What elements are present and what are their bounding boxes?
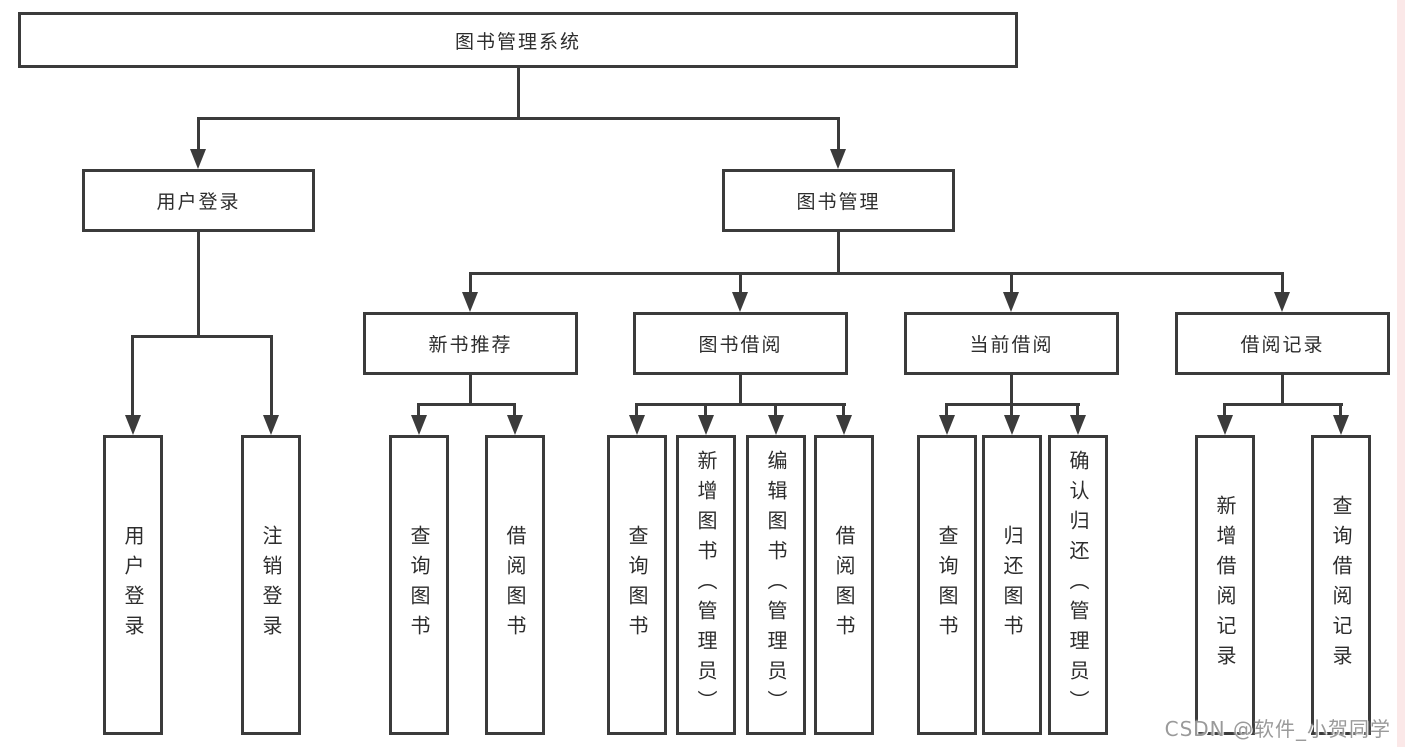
connector bbox=[842, 406, 845, 416]
leaf-add-borrow-record: 新增借阅记录 bbox=[1195, 435, 1255, 735]
node-root-label: 图书管理系统 bbox=[454, 30, 581, 53]
leaf-borrow-books-2: 借阅图书 bbox=[814, 435, 874, 735]
connector bbox=[704, 406, 707, 416]
leaf-return-book-label: 归还图书 bbox=[1000, 525, 1024, 645]
leaf-query-books-1: 查询图书 bbox=[389, 435, 449, 735]
arrowhead-down-icon bbox=[462, 292, 478, 312]
connector bbox=[739, 375, 742, 406]
arrowhead-down-icon bbox=[629, 415, 645, 435]
connector bbox=[417, 406, 420, 416]
arrowhead-down-icon bbox=[939, 415, 955, 435]
connector bbox=[739, 275, 742, 295]
arrowhead-down-icon bbox=[1274, 292, 1290, 312]
leaf-add-book-admin: 新增图书（管理员） bbox=[676, 435, 736, 735]
connector bbox=[945, 406, 948, 416]
leaf-confirm-return-admin: 确认归还（管理员） bbox=[1048, 435, 1108, 735]
connector bbox=[1339, 406, 1342, 416]
connector bbox=[635, 403, 846, 406]
arrowhead-down-icon bbox=[732, 292, 748, 312]
leaf-borrow-books-1: 借阅图书 bbox=[485, 435, 545, 735]
connector bbox=[270, 338, 273, 416]
arrowhead-down-icon bbox=[263, 415, 279, 435]
connector bbox=[517, 68, 520, 120]
arrowhead-down-icon bbox=[836, 415, 852, 435]
leaf-query-borrow-record-label: 查询借阅记录 bbox=[1329, 495, 1353, 675]
connector bbox=[1010, 406, 1013, 416]
leaf-query-books-3-label: 查询图书 bbox=[935, 525, 959, 645]
connector bbox=[469, 272, 1284, 275]
connector bbox=[1010, 275, 1013, 295]
arrowhead-down-icon bbox=[1070, 415, 1086, 435]
leaf-user-login-label: 用户登录 bbox=[121, 525, 145, 645]
connector bbox=[1281, 375, 1284, 406]
connector bbox=[635, 406, 638, 416]
leaf-return-book: 归还图书 bbox=[982, 435, 1042, 735]
leaf-edit-book-admin-label: 编辑图书（管理员） bbox=[764, 450, 788, 720]
leaf-query-books-2-label: 查询图书 bbox=[625, 525, 649, 645]
node-new-book-recommend: 新书推荐 bbox=[363, 312, 578, 375]
leaf-confirm-return-admin-label: 确认归还（管理员） bbox=[1066, 450, 1090, 720]
leaf-user-login: 用户登录 bbox=[103, 435, 163, 735]
leaf-query-books-3: 查询图书 bbox=[917, 435, 977, 735]
connector bbox=[513, 406, 516, 416]
leaf-add-borrow-record-label: 新增借阅记录 bbox=[1213, 495, 1237, 675]
arrowhead-down-icon bbox=[125, 415, 141, 435]
node-current-borrow: 当前借阅 bbox=[904, 312, 1119, 375]
connector bbox=[1281, 275, 1284, 295]
connector bbox=[774, 406, 777, 416]
connector bbox=[945, 403, 1080, 406]
arrowhead-down-icon bbox=[830, 149, 846, 169]
connector bbox=[197, 232, 200, 338]
arrowhead-down-icon bbox=[1217, 415, 1233, 435]
arrowhead-down-icon bbox=[190, 149, 206, 169]
node-book-management: 图书管理 bbox=[722, 169, 955, 232]
node-new-book-recommend-label: 新书推荐 bbox=[428, 334, 513, 356]
leaf-edit-book-admin: 编辑图书（管理员） bbox=[746, 435, 806, 735]
connector bbox=[1010, 375, 1013, 406]
leaf-logout: 注销登录 bbox=[241, 435, 301, 735]
right-edge-strip bbox=[1397, 0, 1405, 747]
node-book-management-label: 图书管理 bbox=[796, 191, 881, 213]
connector bbox=[1223, 403, 1343, 406]
connector bbox=[469, 275, 472, 295]
node-book-borrow: 图书借阅 bbox=[633, 312, 848, 375]
leaf-query-books-2: 查询图书 bbox=[607, 435, 667, 735]
node-user-login-label: 用户登录 bbox=[156, 191, 241, 213]
node-borrow-records-label: 借阅记录 bbox=[1240, 334, 1325, 356]
connector bbox=[837, 120, 840, 150]
connector bbox=[197, 117, 840, 120]
connector bbox=[469, 375, 472, 406]
arrowhead-down-icon bbox=[1333, 415, 1349, 435]
node-user-login: 用户登录 bbox=[82, 169, 315, 232]
arrowhead-down-icon bbox=[768, 415, 784, 435]
leaf-query-borrow-record: 查询借阅记录 bbox=[1311, 435, 1371, 735]
leaf-logout-label: 注销登录 bbox=[259, 525, 283, 645]
leaf-borrow-books-2-label: 借阅图书 bbox=[832, 525, 856, 645]
leaf-query-books-1-label: 查询图书 bbox=[407, 525, 431, 645]
csdn-watermark: CSDN @软件_小贺同学 bbox=[1164, 717, 1391, 741]
leaf-borrow-books-1-label: 借阅图书 bbox=[503, 525, 527, 645]
arrowhead-down-icon bbox=[1003, 292, 1019, 312]
connector bbox=[131, 338, 134, 416]
node-root: 图书管理系统 bbox=[18, 12, 1018, 68]
arrowhead-down-icon bbox=[698, 415, 714, 435]
connector bbox=[417, 403, 516, 406]
arrowhead-down-icon bbox=[411, 415, 427, 435]
connector bbox=[1076, 406, 1079, 416]
arrowhead-down-icon bbox=[1004, 415, 1020, 435]
connector bbox=[131, 335, 273, 338]
arrowhead-down-icon bbox=[507, 415, 523, 435]
node-current-borrow-label: 当前借阅 bbox=[969, 334, 1054, 356]
node-borrow-records: 借阅记录 bbox=[1175, 312, 1390, 375]
connector bbox=[837, 232, 840, 275]
connector bbox=[1223, 406, 1226, 416]
leaf-add-book-admin-label: 新增图书（管理员） bbox=[694, 450, 718, 720]
node-book-borrow-label: 图书借阅 bbox=[698, 334, 783, 356]
connector bbox=[197, 120, 200, 150]
